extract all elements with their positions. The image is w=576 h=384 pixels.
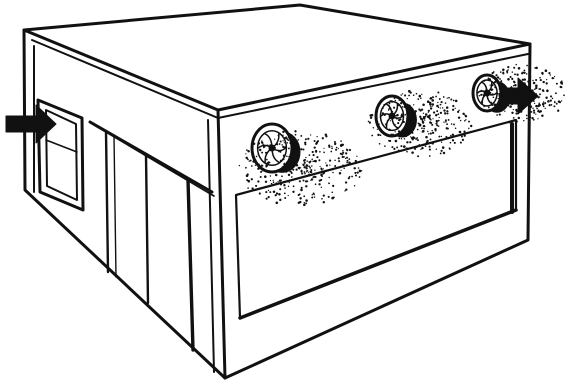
sliding-door (90, 122, 214, 350)
